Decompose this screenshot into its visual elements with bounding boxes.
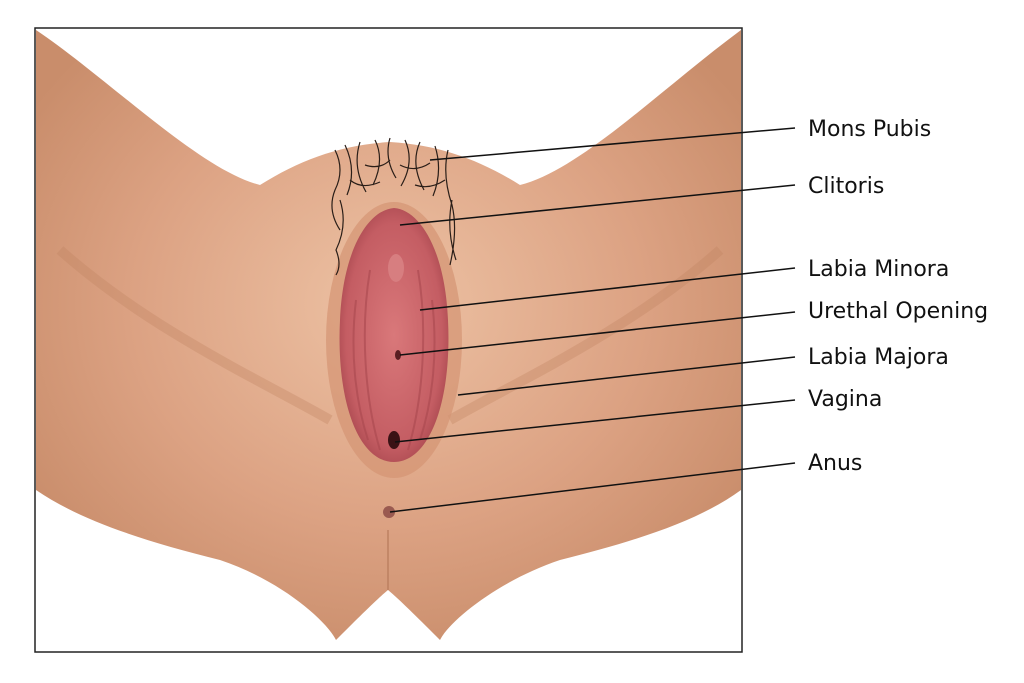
label-clitoris: Clitoris bbox=[808, 174, 884, 199]
label-labia-majora: Labia Majora bbox=[808, 345, 949, 370]
thigh-shadow-right bbox=[447, 246, 724, 425]
clitoris-shape bbox=[388, 254, 404, 282]
label-labia-minora: Labia Minora bbox=[808, 257, 949, 282]
label-anus: Anus bbox=[808, 451, 862, 476]
leader-lines bbox=[389, 127, 796, 513]
thigh-shadow-left bbox=[56, 246, 333, 425]
label-vagina: Vagina bbox=[808, 387, 882, 412]
anus-shape bbox=[383, 506, 395, 518]
vaginal-opening-shape bbox=[388, 431, 400, 449]
label-urethral-opening: Urethal Opening bbox=[808, 299, 988, 324]
hair bbox=[331, 137, 457, 276]
labia-minora-shape bbox=[339, 208, 449, 462]
tissue-folds bbox=[352, 269, 436, 451]
label-mons-pubis: Mons Pubis bbox=[808, 117, 931, 142]
urethral-opening-shape bbox=[395, 350, 401, 360]
